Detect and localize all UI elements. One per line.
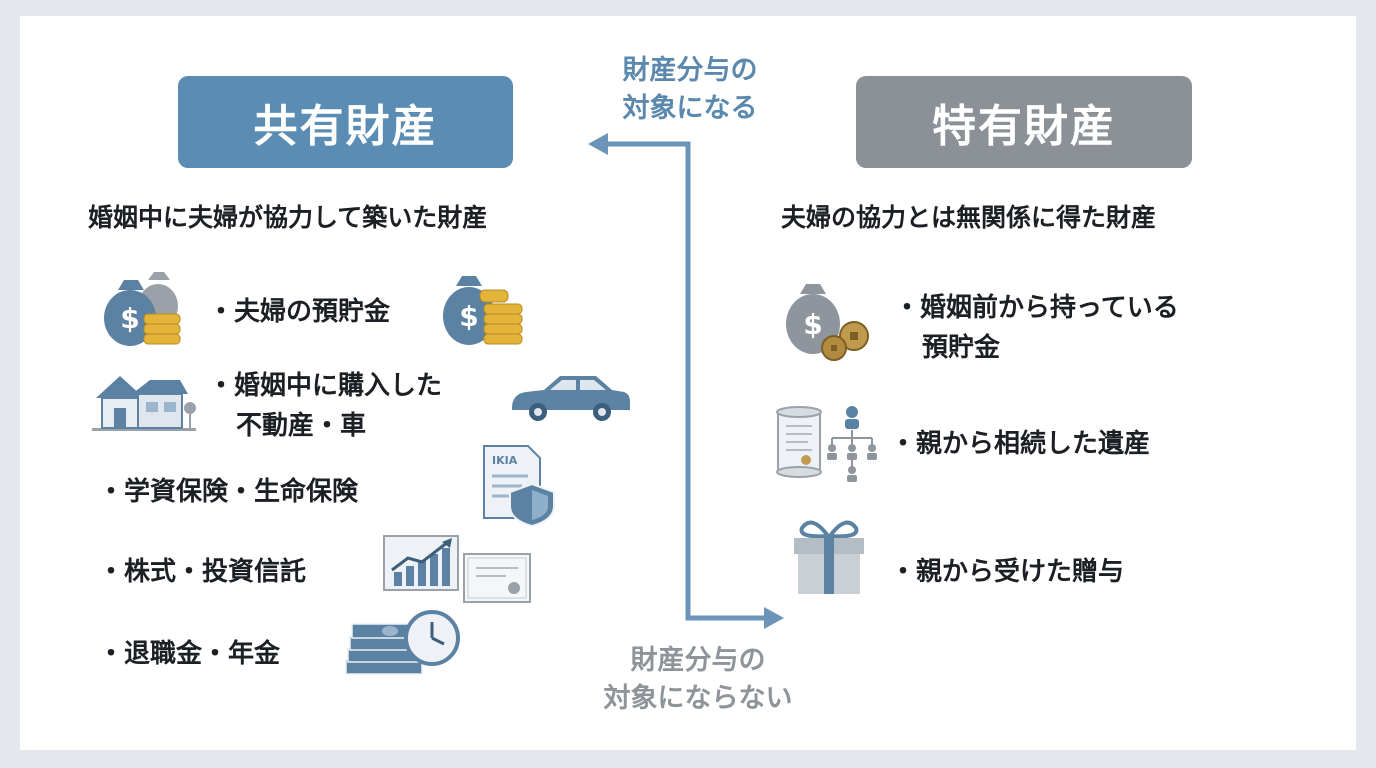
shared-item-realestate: ・婚姻中に購入した 不動産・車 bbox=[208, 366, 442, 446]
arrow-bottom-label: 財産分与の 対象にならない bbox=[578, 642, 818, 718]
separate-property-header: 特有財産 bbox=[856, 76, 1192, 168]
shared-item-insurance: ・学資保険・生命保険 bbox=[98, 477, 359, 507]
arrow-bottom-label-line1: 財産分与の bbox=[630, 645, 766, 676]
inheritance-tree-icon bbox=[776, 406, 877, 482]
gift-box-icon bbox=[794, 520, 864, 594]
house-icon bbox=[92, 376, 196, 431]
money-bag-coins-icon-right: $ bbox=[443, 276, 523, 345]
money-bag-coins-icon-separate: $ bbox=[786, 284, 869, 361]
svg-text:$: $ bbox=[803, 308, 822, 341]
money-bag-coins-icon: $ bbox=[104, 272, 181, 346]
arrow-top-label: 財産分与の 対象になる bbox=[590, 52, 790, 128]
svg-text:$: $ bbox=[120, 302, 139, 335]
separate-property-subtitle: 夫婦の協力とは無関係に得た財産 bbox=[781, 203, 1157, 232]
separate-item-premarital-savings: ・婚姻前から持っている 預貯金 bbox=[894, 288, 1179, 368]
separate-item-inheritance: ・親から相続した遺産 bbox=[890, 429, 1151, 459]
separate-item-premarital-savings-line1: ・婚姻前から持っている bbox=[894, 293, 1179, 323]
shared-item-savings: ・夫婦の預貯金 bbox=[208, 297, 391, 327]
arrow-top-label-line1: 財産分与の bbox=[622, 55, 758, 86]
separate-property-title: 特有財産 bbox=[932, 101, 1116, 152]
shared-item-stocks: ・株式・投資信託 bbox=[98, 557, 307, 587]
arrow-head-right bbox=[764, 607, 784, 629]
shared-property-title: 共有財産 bbox=[253, 101, 438, 152]
shared-item-realestate-line2: 不動産・車 bbox=[236, 411, 367, 441]
separate-item-gift: ・親から受けた贈与 bbox=[890, 557, 1125, 587]
shared-item-retirement: ・退職金・年金 bbox=[98, 639, 281, 669]
stock-chart-certificate-icon bbox=[383, 535, 531, 603]
shared-property-header: 共有財産 bbox=[178, 76, 513, 168]
svg-text:IKIA: IKIA bbox=[492, 454, 518, 467]
arrow-bottom-label-line2: 対象にならない bbox=[603, 683, 793, 714]
insurance-document-icon: IKIA bbox=[483, 445, 555, 528]
shared-property-subtitle: 婚姻中に夫婦が協力して築いた財産 bbox=[88, 203, 488, 232]
cash-clock-icon bbox=[345, 610, 460, 675]
arrow-head-left bbox=[588, 133, 608, 155]
svg-text:$: $ bbox=[459, 300, 478, 333]
arrow-top-label-line2: 対象になる bbox=[622, 93, 758, 124]
car-icon bbox=[512, 376, 630, 421]
separate-item-premarital-savings-line2: 預貯金 bbox=[922, 333, 1001, 363]
shared-item-realestate-line1: ・婚姻中に購入した bbox=[208, 371, 443, 401]
